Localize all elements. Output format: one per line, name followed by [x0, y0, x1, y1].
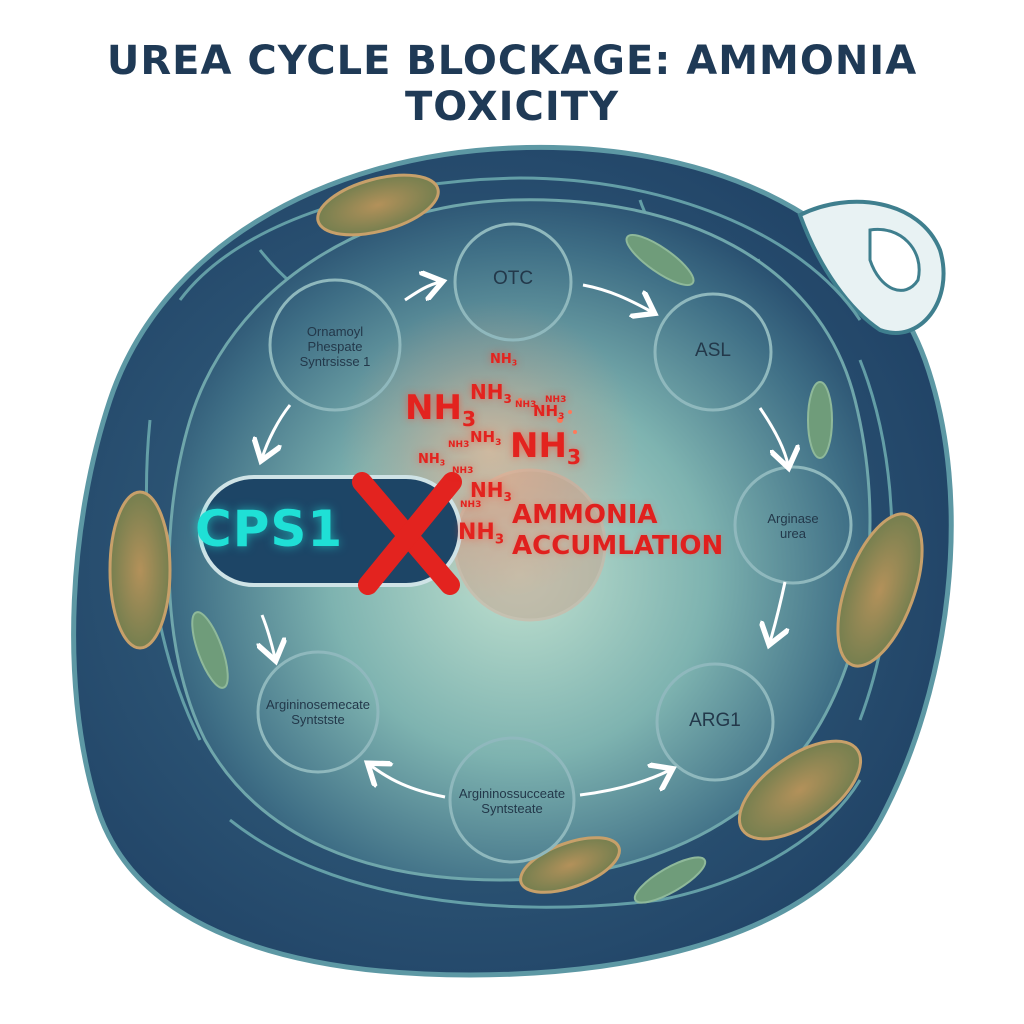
enzyme-arg1: ARG1 [689, 710, 741, 731]
block-x-icon [352, 472, 462, 595]
mitochondrion-icon [108, 173, 924, 904]
nh3-molecule: NH3 [458, 520, 505, 548]
enzyme-cps-line-3: Syntrsisse 1 [299, 353, 371, 369]
enzyme-cps-line-2: Phespate [307, 338, 363, 354]
nh3-molecule: NH3 [470, 380, 512, 407]
nh3-molecule: NH3 [533, 402, 565, 423]
enzyme-ring [256, 222, 853, 864]
ammonia-accumulation-label: AMMONIA ACCUMLATION [512, 500, 723, 562]
nh3-molecule: NH3 [405, 388, 477, 432]
nh3-molecule-tiny: NH3 [515, 400, 537, 410]
nh3-molecule: NH3 [510, 426, 582, 470]
nh3-molecule-tiny: NH3 [545, 395, 567, 405]
diagram-title: UREA CYCLE BLOCKAGE: AMMONIA TOXICITY [106, 38, 918, 130]
nh3-molecule: NH3 [470, 478, 512, 505]
enzyme-ass-line-1: Argininosemecate [265, 697, 371, 712]
ammonia-line-2: ACCUMLATION [512, 531, 724, 562]
nh3-molecule: NH3 [490, 352, 518, 368]
nh3-molecule-tiny: NH3 [452, 466, 474, 476]
enzyme-otc: OTC [492, 268, 534, 289]
nh3-molecule: NH3 [470, 428, 502, 449]
ammonia-line-1: AMMONIA [512, 500, 658, 530]
enzyme-arginase-line-2: urea [779, 525, 807, 541]
enzyme-arginosuccinate-synthetase: Argininosemecate Syntstste [253, 697, 383, 728]
nh3-molecule: NH3 [418, 452, 446, 468]
enzyme-arginosuccinate-bottom: Argininossucceate Syntsteate [447, 786, 577, 817]
enzyme-arginase: Arginase urea [743, 511, 843, 542]
ammonia-particles [518, 398, 577, 434]
enzyme-ass-line-2: Syntstste [291, 711, 345, 727]
nh3-molecule-tiny: NH3 [448, 440, 470, 450]
enzyme-cps-line-1: Ornamoyl [306, 324, 364, 339]
enzyme-arginase-line-1: Arginase [767, 511, 819, 526]
enzyme-asb-line-1: Argininossucceate [458, 786, 566, 801]
nh3-molecule-tiny: NH3 [460, 500, 482, 510]
enzyme-asl: ASL [695, 340, 731, 361]
enzyme-cps-synthetase: Ornamoyl Phespate Syntrsisse 1 [275, 324, 395, 370]
cycle-arrow-icon [262, 282, 788, 799]
blocked-enzyme-label: CPS1 [195, 500, 344, 558]
enzyme-asb-line-2: Syntsteate [481, 800, 543, 816]
